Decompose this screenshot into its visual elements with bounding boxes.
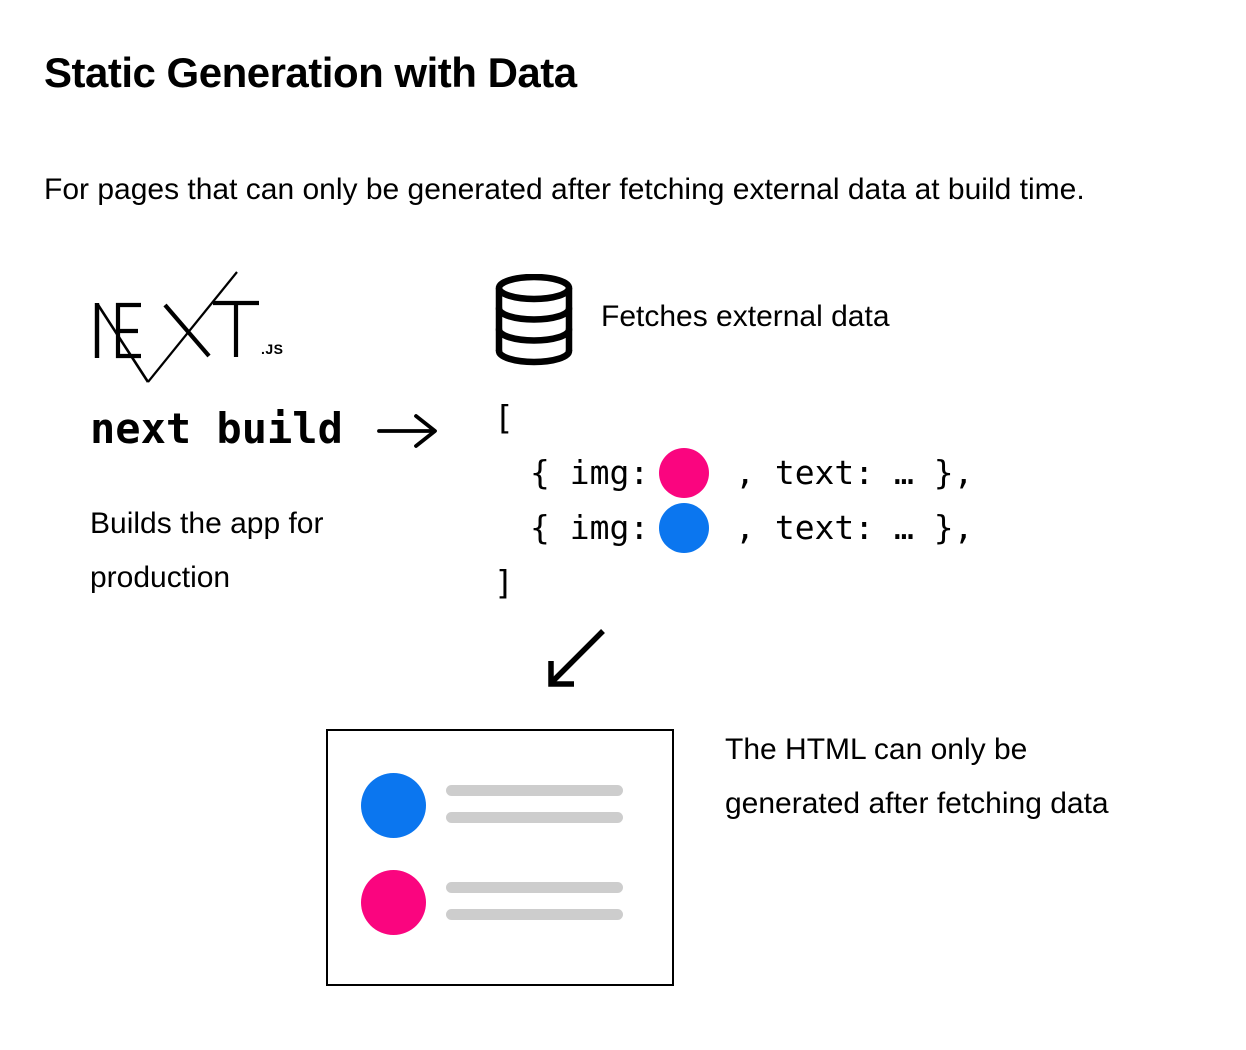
right-arrow-icon: [377, 414, 437, 448]
preview-text-bar: [446, 882, 623, 893]
preview-avatar-blue: [361, 773, 426, 838]
build-command: next build: [90, 404, 343, 453]
image-placeholder-pink-icon: [659, 447, 710, 498]
build-caption: Builds the app for production: [90, 497, 323, 605]
html-page-preview: [326, 729, 674, 986]
code-open-bracket: [: [494, 398, 514, 437]
nextjs-logo-icon: .JS: [94, 271, 284, 383]
code-close-bracket: ]: [494, 563, 514, 602]
code-line-1-prefix: { img:: [530, 453, 650, 492]
down-left-arrow-icon: [548, 629, 605, 687]
logo-x-backslash: [163, 303, 211, 358]
preview-text-bar: [446, 812, 623, 823]
build-caption-line-1: Builds the app for: [90, 507, 324, 540]
preview-text-bar: [446, 909, 623, 920]
page-subtitle: For pages that can only be generated aft…: [44, 173, 1085, 206]
image-placeholder-blue-icon: [659, 502, 710, 553]
logo-n-diagonal: [96, 303, 150, 383]
code-line-2: { img: , text: … },: [494, 500, 974, 555]
preview-avatar-pink: [361, 870, 426, 935]
logo-t-stroke: [213, 300, 259, 357]
fetch-label: Fetches external data: [601, 300, 890, 333]
preview-text-bar: [446, 785, 623, 796]
database-icon: [495, 274, 573, 366]
logo-js-suffix: .JS: [261, 341, 284, 357]
code-line-1: { img: , text: … },: [494, 445, 974, 500]
logo-x-slash-extended: [147, 271, 238, 383]
code-line-1-suffix: , text: … },: [715, 453, 974, 492]
result-note-line-1: The HTML can only be: [725, 733, 1028, 766]
result-note: The HTML can only be generated after fet…: [725, 723, 1109, 831]
code-line-2-suffix: , text: … },: [715, 508, 974, 547]
page-title: Static Generation with Data: [44, 49, 577, 96]
result-note-line-2: generated after fetching data: [725, 787, 1109, 820]
build-caption-line-2: production: [90, 561, 231, 594]
code-line-2-prefix: { img:: [530, 508, 650, 547]
logo-e-stroke: [115, 302, 141, 359]
